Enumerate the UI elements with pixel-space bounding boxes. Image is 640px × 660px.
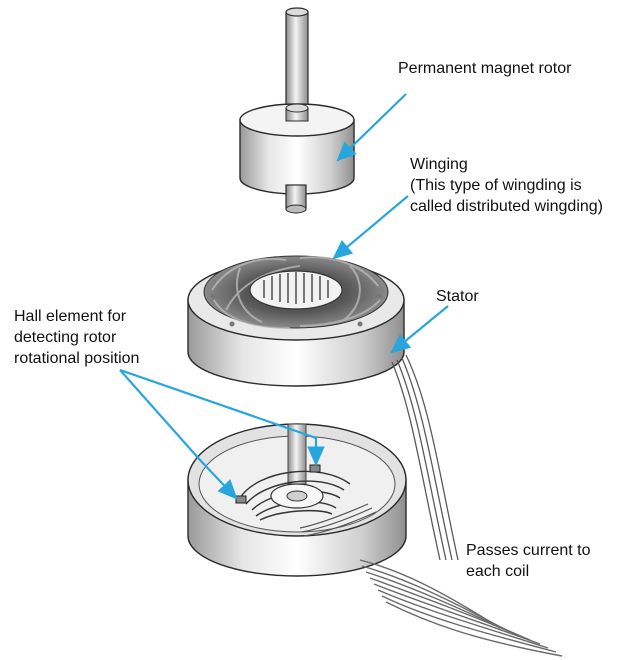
stator-teeth: [263, 272, 329, 304]
winging-pointer: [332, 195, 409, 260]
stator: [187, 255, 405, 387]
hall-element-2: [309, 464, 321, 473]
hall-element-1: [235, 495, 247, 504]
rotor-label: Permanent magnet rotor: [398, 58, 571, 79]
winging-label-line1: Winging: [410, 156, 468, 173]
hall-label: Hall element for detecting rotor rotatio…: [14, 306, 139, 369]
rotor-label-text: Permanent magnet rotor: [398, 60, 572, 77]
stator-label-text: Stator: [436, 288, 479, 305]
winging-label-line2: (This type of wingding is: [410, 177, 582, 194]
current-label-line1: Passes current to: [466, 542, 591, 559]
current-label: Passes current to each coil: [466, 540, 591, 582]
hall-label-line1: Hall element for: [14, 308, 127, 325]
callout-pointers: [119, 93, 449, 500]
base-lead-wires: [359, 559, 563, 657]
winging-label: Winging (This type of wingding is called…: [410, 154, 603, 217]
hall-label-line3: rotational position: [14, 350, 140, 367]
hall-pointer-1: [119, 369, 238, 500]
winging-label-line3: called distributed wingding): [410, 198, 603, 215]
hall-pointer-2: [119, 368, 325, 467]
board-wires: [299, 503, 377, 537]
stator-pointer: [390, 305, 449, 354]
hall-label-line2: detecting rotor: [14, 329, 117, 346]
current-label-line2: each coil: [466, 563, 530, 580]
coil-strands: [211, 256, 381, 329]
stator-label: Stator: [436, 286, 479, 307]
permanent-magnet-rotor: [239, 7, 355, 214]
housing-base: [187, 423, 407, 577]
stator-lead-wires: [391, 354, 459, 561]
rotor-pointer: [336, 93, 407, 162]
